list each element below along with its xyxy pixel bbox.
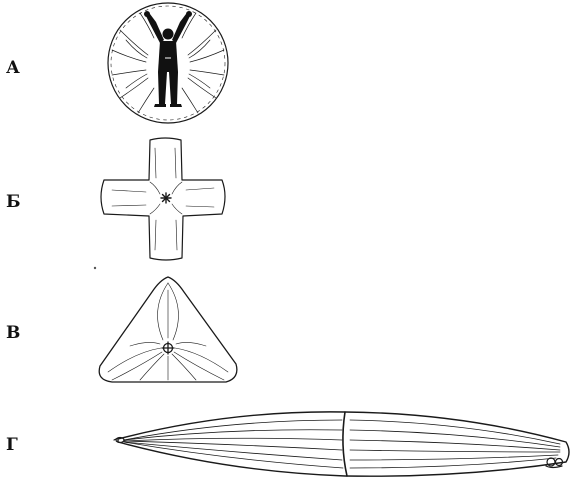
- figure-g-spindle-canopy: [114, 412, 569, 476]
- figure-a-round-canopy: [108, 3, 228, 123]
- cross-center-mark: [161, 193, 171, 203]
- figure-v-triangle-canopy: [99, 277, 237, 382]
- figure-b-cross-canopy: [101, 138, 225, 260]
- triangle-center-mark: [162, 342, 174, 354]
